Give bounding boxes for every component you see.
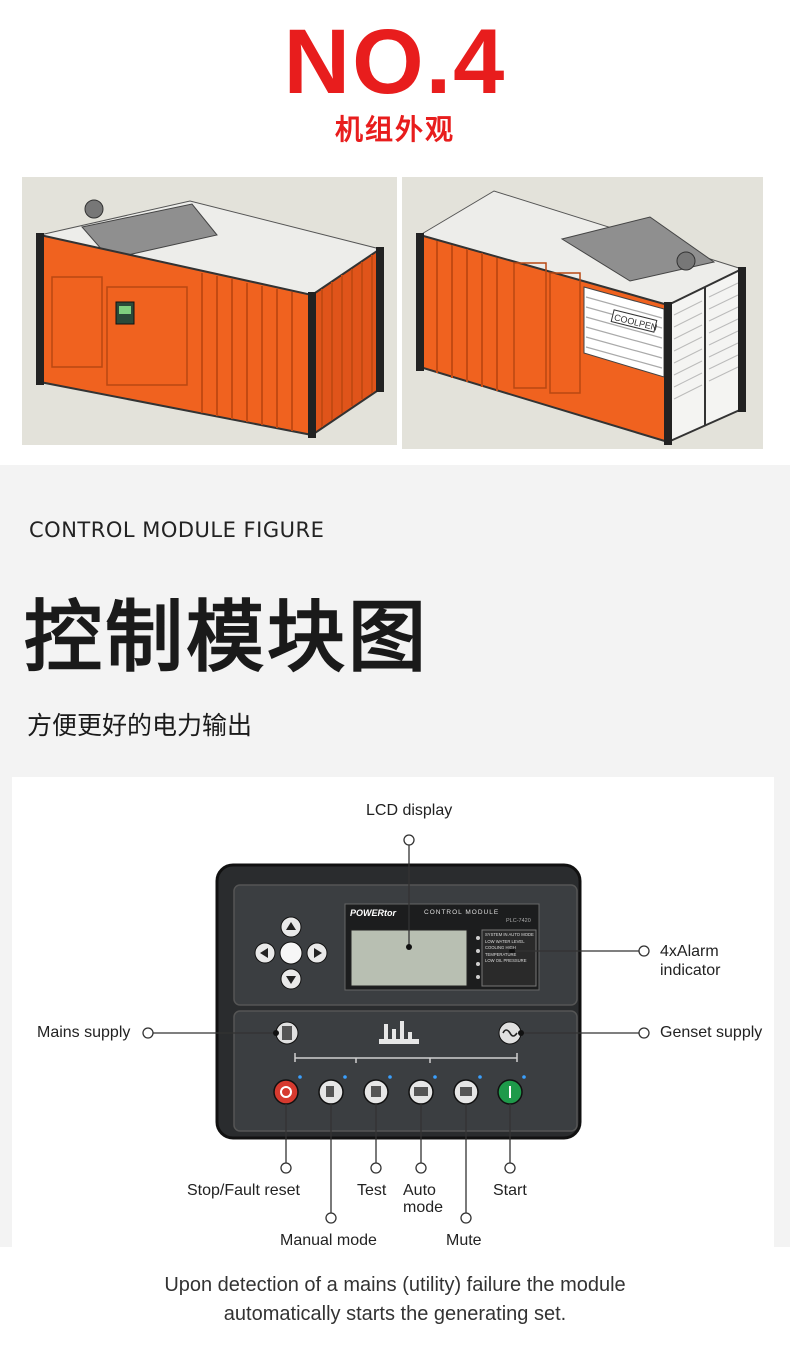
module-panel-title: CONTROL MODULE (424, 909, 500, 916)
page-title: NO.4 (283, 11, 507, 113)
callout-test: Test (357, 1182, 387, 1199)
caption-line-2: automatically starts the generating set. (223, 1303, 567, 1325)
alarm-text-3: COOLING HIGH TEMPERATURE (485, 945, 517, 957)
caption: Upon detection of a mains (utility) fail… (0, 1271, 790, 1329)
callout-lcd-display: LCD display (366, 802, 453, 819)
page-subtitle: 机组外观 (334, 113, 455, 146)
callout-manual-mode: Manual mode (280, 1232, 377, 1249)
module-model: PLC-7420 (506, 918, 531, 924)
callout-start: Start (493, 1182, 527, 1199)
module-brand: POWERtor (350, 908, 396, 918)
alarm-text-4: LOW OIL PRESSURE (485, 958, 527, 964)
callout-genset-supply: Genset supply (660, 1024, 763, 1041)
alarm-text-2: LOW WATER LEVEL (485, 938, 525, 944)
callout-mains-supply: Mains supply (37, 1024, 131, 1041)
caption-area (0, 1247, 790, 1347)
section-subtitle-cn: 方便更好的电力输出 (27, 711, 253, 740)
callout-stop-fault-reset: Stop/Fault reset (187, 1182, 300, 1199)
section-label-en: CONTROL MODULE FIGURE (29, 518, 325, 542)
callout-auto-mode: Auto mode (403, 1182, 444, 1216)
callout-mute: Mute (446, 1232, 482, 1249)
alarm-text-1: SYSTEM IN AUTO MODE (485, 932, 534, 937)
genset-photo-left (22, 177, 397, 445)
control-module-diagram: POWERtor CONTROL MODULE PLC-7420 SYSTEM … (12, 777, 774, 1249)
callout-alarm-indicator: 4xAlarm indicator (660, 943, 721, 979)
genset-photo-right: COOLPEN (402, 177, 763, 449)
caption-line-1: Upon detection of a mains (utility) fail… (164, 1274, 626, 1296)
section-title-cn: 控制模块图 (24, 593, 430, 683)
